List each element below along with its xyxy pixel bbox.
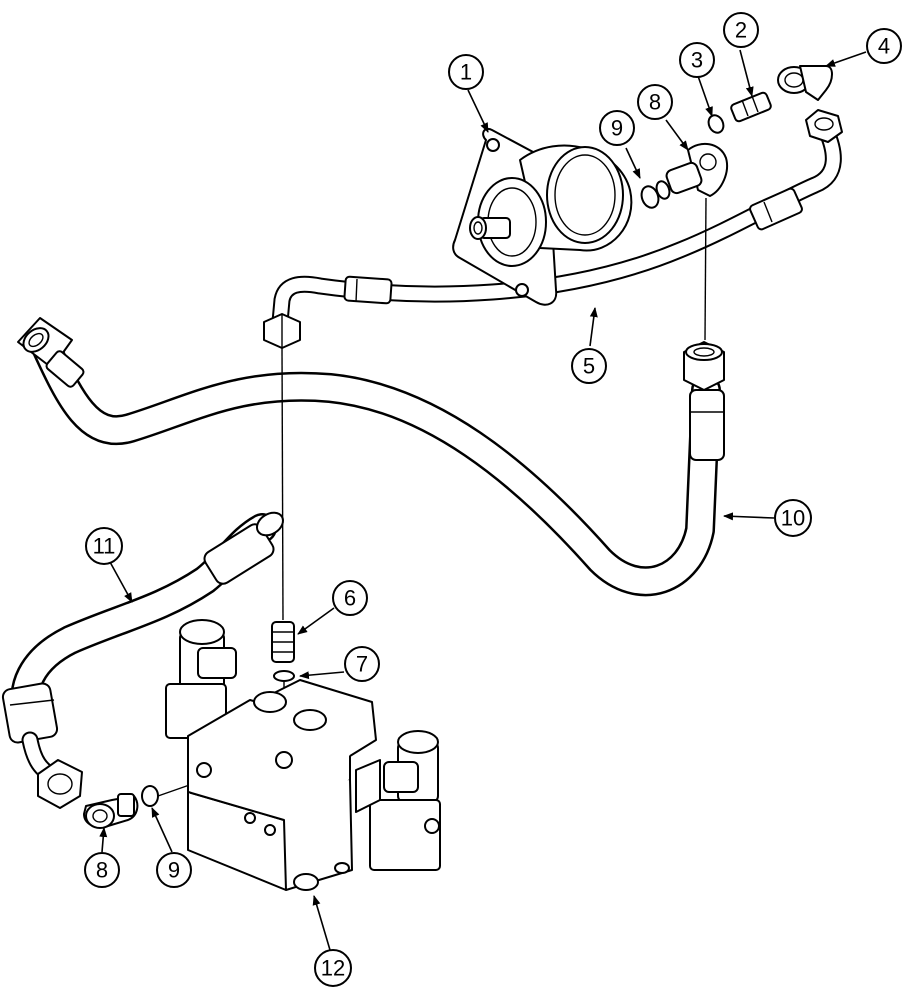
svg-text:8: 8 (649, 90, 661, 115)
o-ring-3 (707, 114, 725, 134)
callout-9-top: 9 (599, 110, 635, 146)
o-ring-7 (273, 670, 295, 682)
fitting-6 (271, 621, 295, 663)
callout-7: 7 (344, 646, 380, 682)
svg-text:8: 8 (96, 858, 108, 883)
callout-11: 11 (85, 527, 123, 565)
callout-10: 10 (774, 499, 812, 537)
svg-text:10: 10 (781, 506, 805, 531)
svg-text:9: 9 (611, 116, 623, 141)
elbow-4 (777, 65, 833, 101)
valve-block (165, 619, 441, 891)
hose-10-right-fitting (683, 341, 725, 461)
svg-text:12: 12 (321, 956, 345, 981)
svg-text:3: 3 (691, 48, 703, 73)
callout-6: 6 (332, 580, 368, 616)
callout-8-top: 8 (637, 84, 673, 120)
o-ring-9-top (640, 180, 671, 209)
leader-lines (99, 49, 867, 951)
svg-text:9: 9 (168, 858, 180, 883)
callout-9-bottom: 9 (156, 852, 192, 888)
svg-text:4: 4 (878, 34, 890, 59)
callout-2: 2 (723, 12, 759, 48)
o-ring-9-bottom (141, 785, 159, 807)
hose-11 (1, 511, 285, 809)
callout-1: 1 (448, 54, 484, 90)
svg-text:5: 5 (583, 354, 595, 379)
hose-10-left-fitting (17, 317, 85, 388)
callout-8-bottom: 8 (84, 852, 120, 888)
callout-5: 5 (571, 348, 607, 384)
svg-text:6: 6 (344, 586, 356, 611)
svg-text:11: 11 (93, 534, 116, 559)
svg-text:2: 2 (735, 18, 747, 43)
fitting-2 (730, 91, 772, 123)
callout-3: 3 (679, 42, 715, 78)
elbow-8-bottom (83, 793, 139, 829)
svg-text:1: 1 (460, 60, 472, 85)
hose-10 (17, 317, 725, 597)
callout-4: 4 (866, 28, 902, 64)
elbow-8-top (665, 142, 728, 197)
hose-5 (263, 109, 843, 349)
pump-assembly (452, 128, 633, 306)
svg-text:7: 7 (356, 652, 368, 677)
callout-12: 12 (314, 949, 352, 987)
